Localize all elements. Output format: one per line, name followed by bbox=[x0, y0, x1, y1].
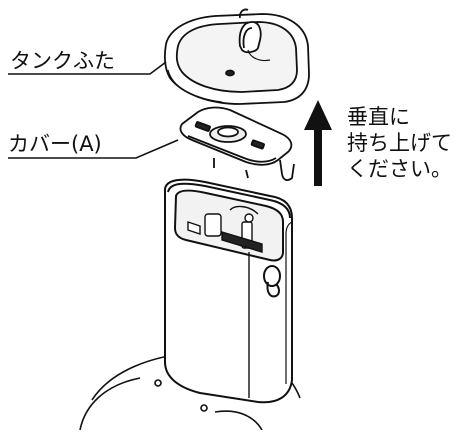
lift-instruction: 垂直に 持ち上げて ください。 bbox=[347, 104, 452, 182]
instruction-line-3: ください。 bbox=[347, 157, 452, 181]
cover-leader-line bbox=[8, 139, 179, 159]
cover-a-label: カバー(A) bbox=[8, 132, 102, 156]
tank-lid-label: タンクふた bbox=[10, 49, 115, 73]
lid-leader-line bbox=[8, 61, 167, 75]
leader-lines bbox=[8, 61, 179, 159]
tank-inner-mechanism bbox=[187, 205, 263, 253]
tank-body bbox=[164, 178, 293, 404]
instruction-line-2: 持ち上げて bbox=[347, 131, 452, 155]
tank-lid bbox=[163, 8, 310, 105]
instruction-line-1: 垂直に bbox=[347, 105, 410, 129]
flush-handle bbox=[263, 265, 281, 298]
cover-a bbox=[179, 106, 295, 181]
up-arrow-icon bbox=[304, 100, 332, 186]
